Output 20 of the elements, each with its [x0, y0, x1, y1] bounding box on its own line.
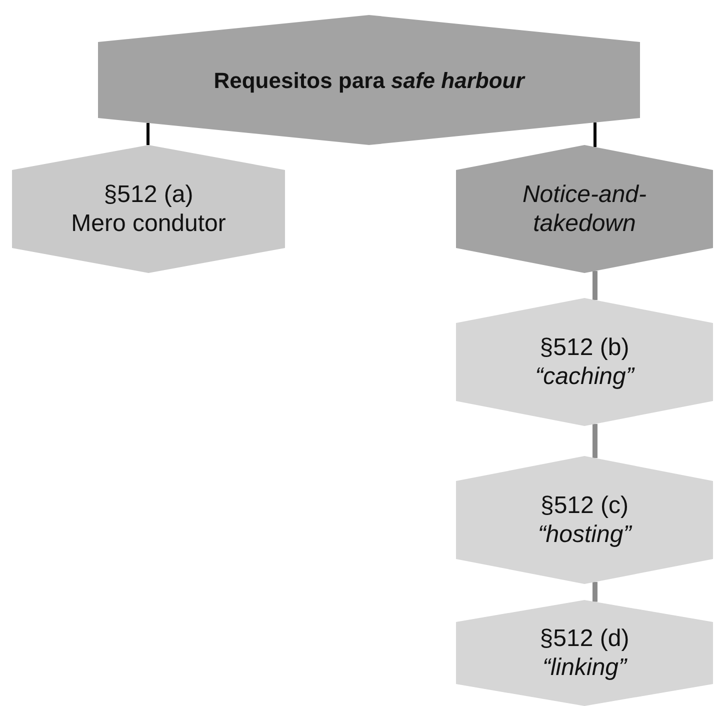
hexagon-node — [12, 145, 285, 273]
hexagon-node — [456, 456, 713, 584]
connector-line — [146, 122, 150, 146]
node-text: Mero condutor — [71, 209, 226, 238]
node-text: §512 (d) — [540, 624, 630, 653]
hexagon-node — [456, 298, 713, 426]
node-text: Requesitos para safe harbour — [214, 66, 524, 94]
hexagon-node — [456, 600, 713, 706]
hexagon-node — [456, 145, 713, 273]
node-text: “hosting” — [538, 520, 632, 549]
node-text: §512 (a) — [104, 180, 194, 209]
connector-line — [594, 122, 596, 148]
node-text: §512 (b) — [540, 333, 630, 362]
node-text: Notice-and-takedown — [521, 180, 648, 238]
node-text: “linking” — [542, 653, 627, 682]
node-text: “caching” — [535, 362, 634, 391]
connector-line — [592, 582, 598, 602]
node-text: §512 (c) — [540, 491, 629, 520]
connector-line — [592, 424, 598, 458]
connector-line — [592, 270, 598, 300]
